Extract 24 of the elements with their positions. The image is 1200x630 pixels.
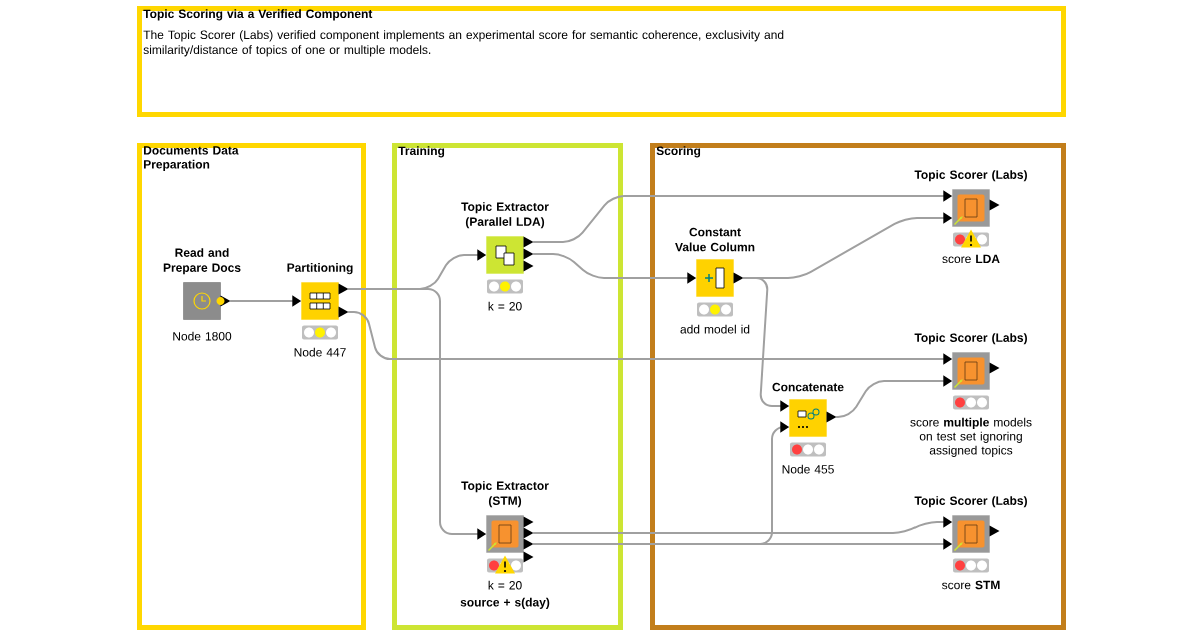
section-title: Training [398,146,445,158]
node-caption: k = 20 [488,301,522,311]
node-title: Read and Prepare Docs [163,248,241,275]
node-title: Concatenate [772,382,844,392]
node-caption: Node 455 [782,464,834,474]
annotation-text: The Topic Scorer (Labs) verified component implements an experimental score for semantic coherence, exclusivity and similarity/distance of topics of one or multiple models. [143,30,784,57]
node-caption: score LDA [942,254,1000,264]
node-title: Topic Scorer (Labs) [914,333,1027,345]
node-caption: Node 447 [294,347,346,357]
node-title: Topic Scorer (Labs) [914,170,1027,182]
node-title: Partitioning [287,263,353,275]
node-caption: Node 1800 [173,331,232,341]
node-caption: k = 20 [488,580,522,590]
node-caption: score STM [942,580,1000,590]
node-title: Constant Value Column [675,227,755,252]
annotation-title: Topic Scoring via a Verified Component [143,9,373,21]
section-title: Scoring [656,146,701,158]
section-title: Documents Data Preparation [144,146,239,171]
node-caption: add model id [680,324,750,334]
node-caption: score multiple models on test set ignoring assigned topics [910,417,1032,457]
node-caption: source + s(day) [460,597,550,609]
node-title: Topic Extractor (Parallel LDA) [461,202,549,229]
node-title: Topic Extractor (STM) [461,481,549,508]
node-title: Topic Scorer (Labs) [914,496,1027,508]
